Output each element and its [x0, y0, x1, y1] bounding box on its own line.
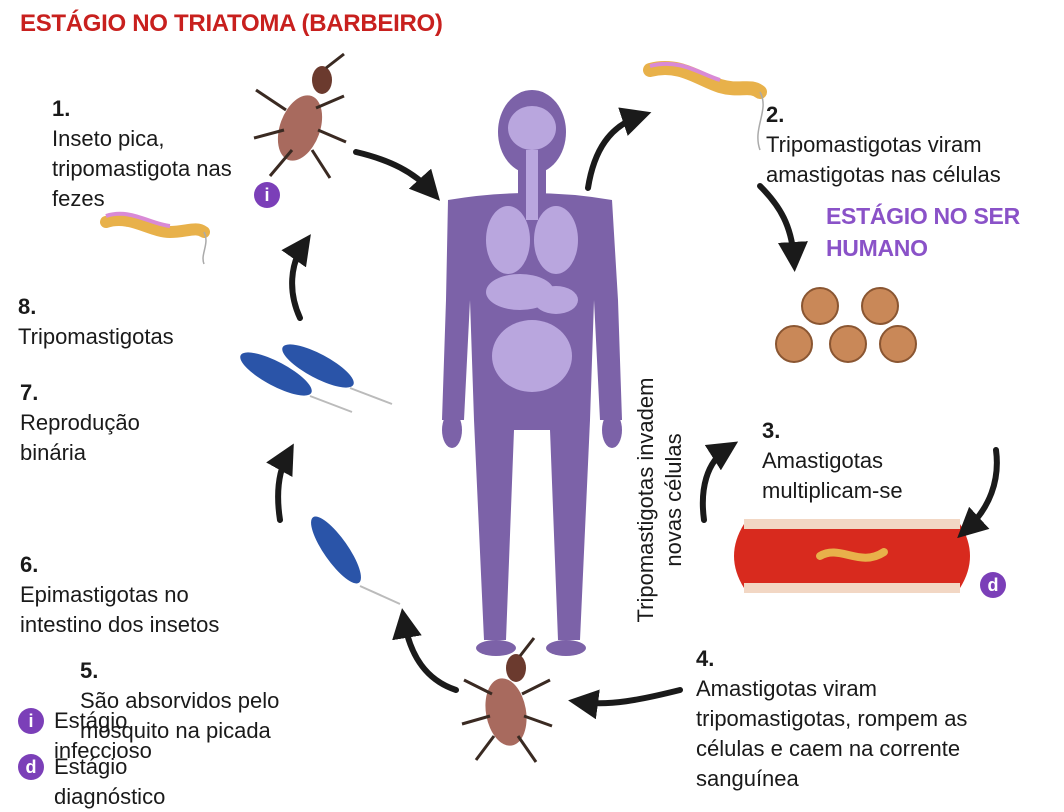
step-1: 1. Inseto pica, tripomastigota nas fezes	[52, 64, 232, 214]
step-number: 7.	[20, 380, 38, 405]
step-text: Amastigotas viram tripomastigotas, rompe…	[696, 676, 967, 791]
blood-vessel-icon	[734, 524, 970, 588]
step-text: Tripomastigotas viram amastigotas nas cé…	[766, 132, 1001, 187]
step-number: 5.	[80, 658, 98, 683]
step-number: 8.	[18, 294, 36, 319]
step-text: Epimastigotas no intestino dos insetos	[20, 582, 219, 637]
epimastigote-icon	[235, 337, 392, 412]
amastigote-cell-icon	[776, 288, 916, 362]
vertical-label: Tripomastigotas invadem novas células	[632, 350, 692, 650]
trypomastigote-icon	[106, 214, 206, 264]
infectious-badge: i	[18, 708, 44, 734]
diagnostic-badge: d	[18, 754, 44, 780]
step-7: 7. Reprodução binária	[20, 348, 140, 468]
step-number: 3.	[762, 418, 780, 443]
step-3: 3. Amastigotas multiplicam-se	[762, 386, 903, 506]
legend-label: Estágio diagnóstico	[54, 752, 165, 812]
step-4: 4. Amastigotas viram tripomastigotas, ro…	[696, 614, 967, 794]
page-title: ESTÁGIO NO TRIATOMA (BARBEIRO)	[20, 10, 443, 38]
step-6: 6. Epimastigotas no intestino dos inseto…	[20, 520, 219, 640]
infectious-badge: i	[254, 182, 280, 208]
step-number: 4.	[696, 646, 714, 671]
step-2: 2. Tripomastigotas viram amastigotas nas…	[766, 70, 1001, 190]
trypomastigote-icon	[650, 64, 763, 150]
step-8: 8. Tripomastigotas	[18, 262, 174, 352]
step-number: 2.	[766, 102, 784, 127]
human-stage-label: ESTÁGIO NO SER HUMANO	[826, 200, 1020, 264]
triatomine-bug-icon	[462, 638, 552, 762]
step-number: 1.	[52, 96, 70, 121]
step-number: 6.	[20, 552, 38, 577]
step-text: Amastigotas multiplicam-se	[762, 448, 903, 503]
step-text: Tripomastigotas	[18, 324, 174, 349]
triatomine-bug-icon	[254, 54, 346, 178]
diagnostic-badge: d	[980, 572, 1006, 598]
step-text: Inseto pica, tripomastigota nas fezes	[52, 126, 232, 211]
epimastigote-icon	[303, 510, 400, 604]
step-text: Reprodução binária	[20, 410, 140, 465]
